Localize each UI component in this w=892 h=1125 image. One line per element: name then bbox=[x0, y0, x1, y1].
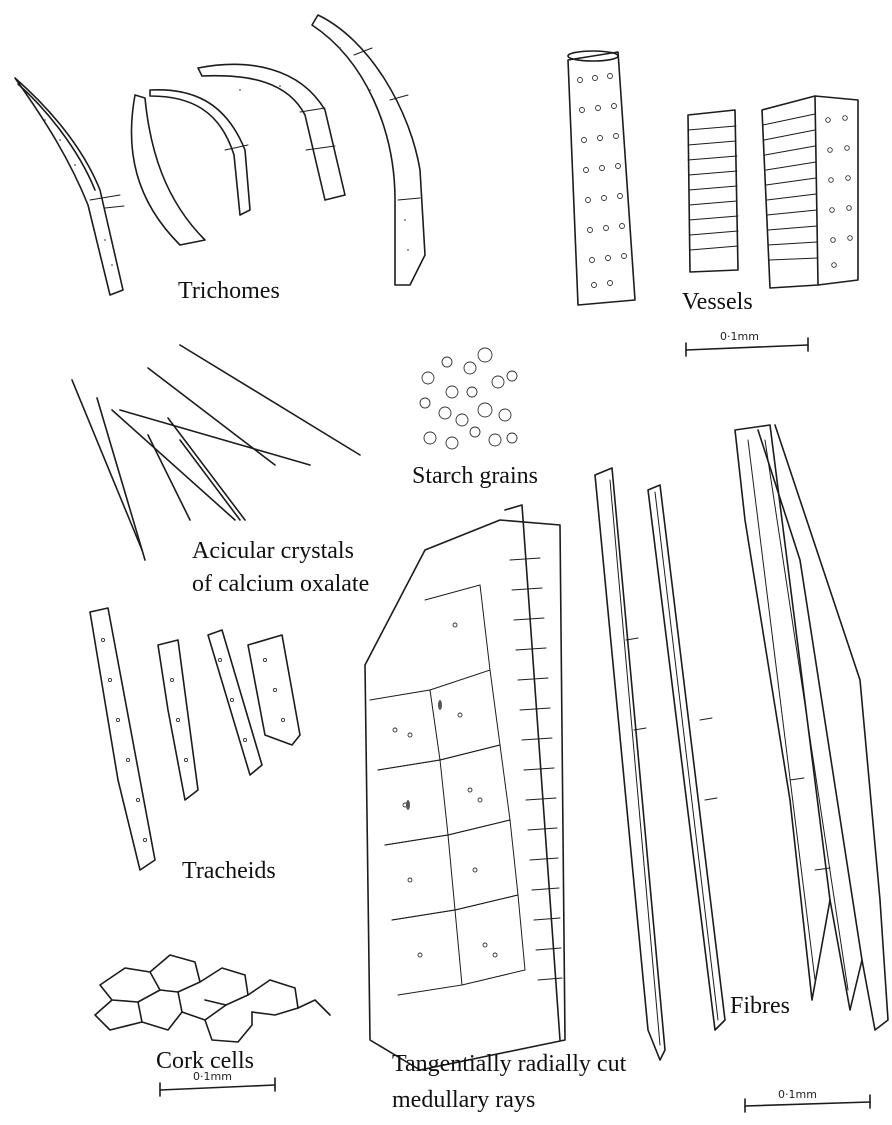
label-acicular-crystals-line1: Acicular crystals bbox=[192, 537, 354, 566]
label-tracheids: Tracheids bbox=[182, 857, 276, 886]
scale-bar-fibres: 0·1mm bbox=[778, 1088, 817, 1101]
scale-bar-vessels: 0·1mm bbox=[720, 330, 759, 343]
starch-grains-drawing bbox=[420, 348, 517, 449]
label-medullary-rays-line1: Tangentially radially cut bbox=[392, 1050, 626, 1079]
label-medullary-rays-line2: medullary rays bbox=[392, 1086, 535, 1115]
scale-bar-cork: 0·1mm bbox=[193, 1070, 232, 1083]
label-trichomes: Trichomes bbox=[178, 277, 280, 306]
trichomes-drawing bbox=[15, 15, 425, 295]
acicular-crystals-drawing bbox=[72, 345, 360, 560]
label-starch-grains: Starch grains bbox=[412, 462, 538, 491]
medullary-rays-drawing bbox=[365, 505, 565, 1070]
tracheids-drawing bbox=[90, 608, 300, 870]
label-fibres: Fibres bbox=[730, 992, 790, 1021]
label-vessels: Vessels bbox=[682, 288, 753, 317]
label-acicular-crystals-line2: of calcium oxalate bbox=[192, 570, 369, 599]
